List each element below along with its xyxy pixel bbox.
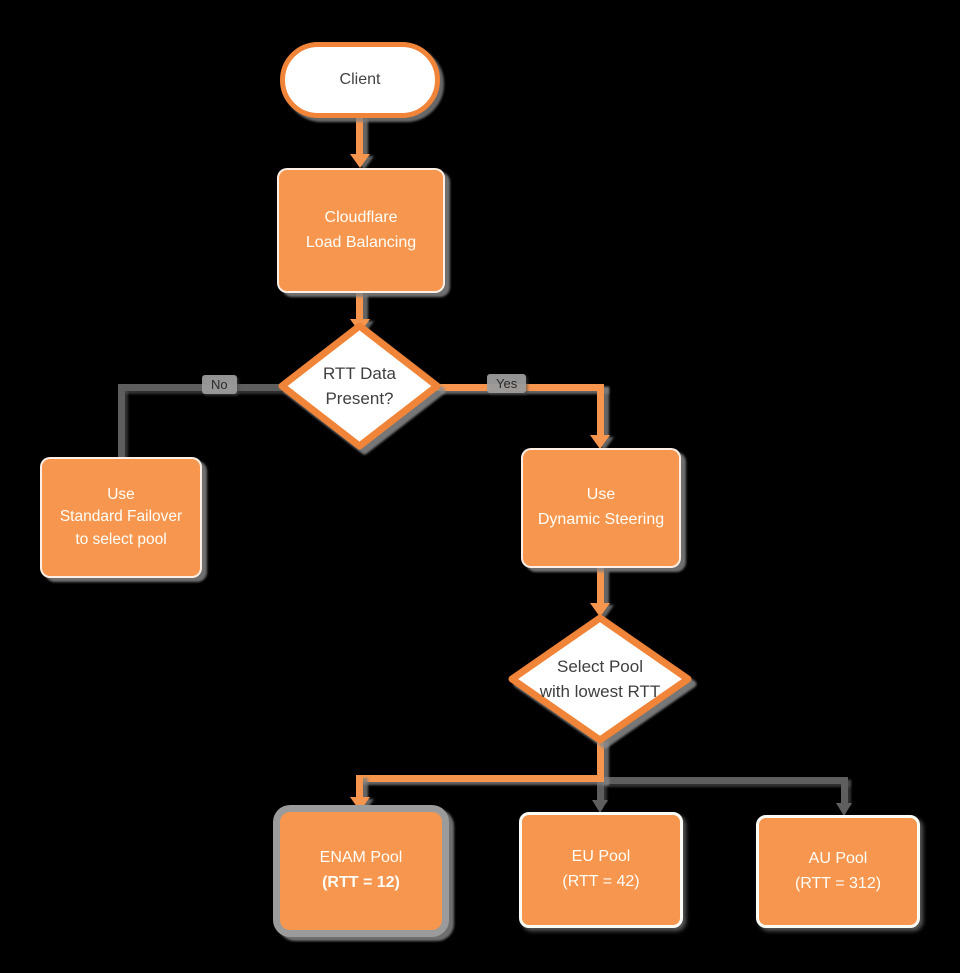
node-dynamic-steering: Use Dynamic Steering xyxy=(521,448,681,568)
edge-steering-to-select xyxy=(597,568,604,604)
edge-select-down xyxy=(597,738,604,782)
rtt-decision-line1: RTT Data xyxy=(322,363,397,383)
eu-pool-rtt: (RTT = 42) xyxy=(562,873,640,890)
node-load-balancer: Cloudflare Load Balancing xyxy=(277,168,445,293)
edge-to-eu-arrowhead xyxy=(592,800,608,813)
standard-failover-line3: to select pool xyxy=(75,530,167,548)
pool-decision-diamond-shape xyxy=(508,614,692,744)
node-pool-decision-label: Select Pool with lowest RTT xyxy=(504,611,696,747)
node-enam-pool: ENAM Pool (RTT = 12) xyxy=(280,812,442,930)
edge-yes-arrowhead xyxy=(590,435,610,449)
edge-to-enam-horizontal xyxy=(357,775,604,782)
node-rtt-decision xyxy=(274,319,445,453)
edge-yes-vertical xyxy=(597,384,604,436)
au-pool-rtt: (RTT = 312) xyxy=(794,874,882,892)
edge-to-enam-arrowhead xyxy=(350,797,370,811)
edge-to-enam-vertical xyxy=(356,775,363,798)
au-pool-name: AU Pool xyxy=(808,849,868,867)
node-load-balancer-line1: Cloudflare xyxy=(324,208,398,226)
rtt-decision-line2: Present? xyxy=(325,389,394,408)
edge-pools-gray-horizontal xyxy=(600,777,848,784)
edge-no-vertical xyxy=(118,384,125,458)
dynamic-steering-line1: Use xyxy=(586,486,616,504)
dynamic-steering-line2: Dynamic Steering xyxy=(537,511,665,528)
edge-client-to-lb xyxy=(356,116,363,155)
enam-pool-rtt: (RTT = 12) xyxy=(322,874,400,891)
edge-client-to-lb-arrowhead xyxy=(350,154,370,168)
edge-to-au-vertical xyxy=(841,777,848,803)
node-client-label: Client xyxy=(339,71,381,88)
node-standard-failover: Use Standard Failover to select pool xyxy=(40,457,202,578)
edge-steering-to-select-arrowhead xyxy=(590,603,610,617)
standard-failover-line2: Standard Failover xyxy=(59,508,183,526)
edge-label-no: No xyxy=(202,375,237,394)
node-client: Client xyxy=(280,42,440,118)
rtt-decision-diamond-shape xyxy=(278,322,441,450)
edge-to-eu-vertical xyxy=(597,777,604,800)
edge-to-au-arrowhead xyxy=(836,803,852,816)
node-rtt-decision-label: RTT Data Present? xyxy=(274,319,445,453)
node-load-balancer-line2: Load Balancing xyxy=(305,233,417,251)
pool-decision-line2: with lowest RTT xyxy=(539,682,661,701)
eu-pool-name: EU Pool xyxy=(571,848,631,866)
pool-decision-line1: Select Pool xyxy=(557,656,643,676)
enam-pool-name: ENAM Pool xyxy=(319,849,403,867)
node-pool-decision xyxy=(504,611,696,747)
edge-lb-to-decision xyxy=(356,292,363,320)
node-eu-pool: EU Pool (RTT = 42) xyxy=(519,812,683,928)
edge-label-yes: Yes xyxy=(487,374,527,393)
standard-failover-line1: Use xyxy=(107,485,135,503)
node-au-pool: AU Pool (RTT = 312) xyxy=(756,815,920,928)
